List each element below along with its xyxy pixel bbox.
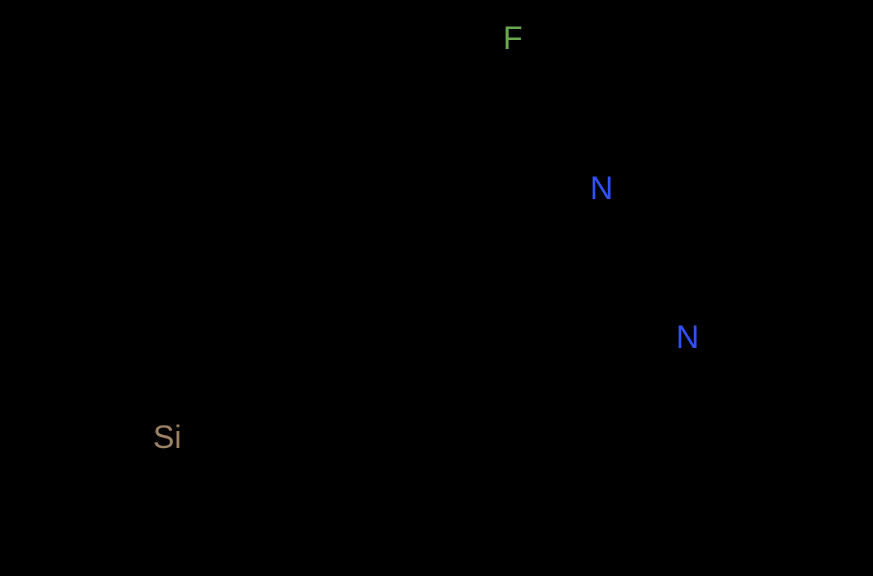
atom-nitrogen-1: N <box>590 170 614 206</box>
atom-silicon: Si <box>153 419 182 455</box>
atom-nitrogen-2: N <box>676 319 700 355</box>
atom-fluorine: F <box>503 20 523 56</box>
